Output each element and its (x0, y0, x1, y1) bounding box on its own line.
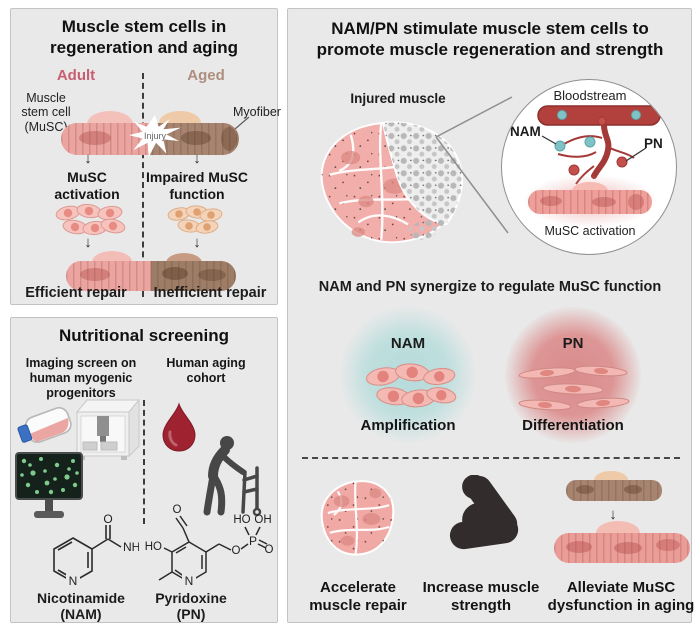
fluorescence-monitor-icon (15, 452, 83, 518)
inset-nam-label: NAM (510, 124, 541, 139)
impaired-musc-label: Impaired MuSC function (146, 169, 248, 202)
aged-myofiber-small (566, 471, 662, 509)
nicotinamide-structure: N O NH₂ (53, 514, 139, 588)
svg-text:OH: OH (254, 514, 271, 526)
healthy-muscle-cross-section (320, 480, 395, 556)
panel-nutritional-screening: Nutritional screening Imaging screen on … (10, 317, 278, 623)
differentiation-label: Differentiation (522, 417, 624, 434)
pyridoxine-structure: N O HO O P HO OH O (145, 504, 273, 588)
bloodstream-label: Bloodstream (553, 88, 627, 103)
adult-label: Adult (56, 67, 96, 84)
panel-regeneration-aging: Muscle stem cells in regeneration and ag… (10, 8, 281, 305)
panel-b-title: Nutritional screening (58, 326, 230, 345)
nam-cells-cluster (366, 363, 457, 408)
vessel-illustration (537, 105, 661, 185)
imaging-machine-icon (75, 398, 141, 460)
elderly-person-walker-icon (203, 436, 262, 517)
svg-text:P: P (249, 534, 257, 548)
panel-c-title: NAM/PN stimulate muscle stem cells to pr… (316, 19, 664, 59)
injured-muscle-cross-section (320, 121, 463, 244)
increase-strength-label: Increase muscle strength (422, 579, 540, 614)
down-arrow-icon: ↓ (84, 150, 92, 167)
svg-text:N: N (69, 574, 78, 588)
pn-spindle-cells (518, 365, 630, 411)
alleviate-dysfunction-label: Alleviate MuSC dysfunction in aging (547, 579, 695, 614)
inset-pn-label: PN (644, 136, 663, 151)
pyridoxine-label: Pyridoxine (PN) (155, 590, 227, 623)
nam-label: NAM (390, 335, 426, 352)
svg-text:O: O (173, 504, 182, 516)
aging-cohort-heading: Human aging cohort (166, 356, 246, 385)
musc-activation-label: MuSC activation (54, 169, 120, 202)
accelerate-repair-label: Accelerate muscle repair (309, 579, 407, 614)
outcomes-divider (302, 457, 680, 459)
bloodstream-inset: Bloodstream NAM PN (501, 79, 677, 255)
inefficient-repair-label: Inefficient repair (153, 285, 267, 301)
inset-myofiber (528, 180, 652, 220)
blood-drop-icon (162, 402, 196, 452)
musc-cells-tan-cluster (167, 205, 223, 234)
imaging-screen-heading: Imaging screen on human myogenic progeni… (25, 356, 137, 400)
amplification-label: Amplification (360, 417, 456, 434)
adult-aged-divider (142, 73, 144, 297)
myofiber-callout: Myofiber (233, 105, 281, 119)
down-arrow-icon: ↓ (193, 234, 201, 251)
musc-cells-pink-cluster (55, 203, 126, 236)
synergy-heading: NAM and PN synergize to regulate MuSC fu… (318, 279, 662, 295)
inset-musc-activation-label: MuSC activation (544, 224, 636, 238)
svg-text:N: N (185, 574, 194, 588)
pn-glow: PN (505, 307, 641, 443)
culture-flask-icon (17, 407, 72, 443)
svg-text:NH₂: NH₂ (123, 540, 139, 554)
nicotinamide-label: Nicotinamide (NAM) (37, 590, 125, 623)
svg-text:O: O (232, 545, 241, 557)
down-arrow-icon: ↓ (609, 506, 617, 523)
svg-text:O: O (265, 544, 273, 556)
injured-myofiber-illustration: Injury (61, 109, 239, 157)
pn-label: PN (562, 335, 584, 352)
svg-text:HO: HO (233, 514, 250, 526)
bicep-strength-icon (449, 475, 519, 550)
screening-divider (143, 400, 145, 524)
musc-callout: Muscle stem cell (MuSC) (21, 91, 71, 134)
injured-muscle-label: Injured muscle (350, 91, 446, 106)
rejuvenated-myofiber (554, 519, 690, 567)
down-arrow-icon: ↓ (84, 234, 92, 251)
panel-nam-pn-mechanism: NAM/PN stimulate muscle stem cells to pr… (287, 8, 694, 623)
svg-text:O: O (103, 514, 112, 526)
repaired-myofiber-illustration (66, 249, 236, 295)
down-arrow-icon: ↓ (193, 150, 201, 167)
aged-label: Aged (187, 67, 225, 84)
efficient-repair-label: Efficient repair (25, 285, 127, 301)
svg-text:HO: HO (145, 541, 162, 553)
magnifier-connectors (435, 96, 513, 234)
nam-glow: NAM (340, 307, 476, 443)
panel-a-title: Muscle stem cells in regeneration and ag… (50, 17, 238, 57)
